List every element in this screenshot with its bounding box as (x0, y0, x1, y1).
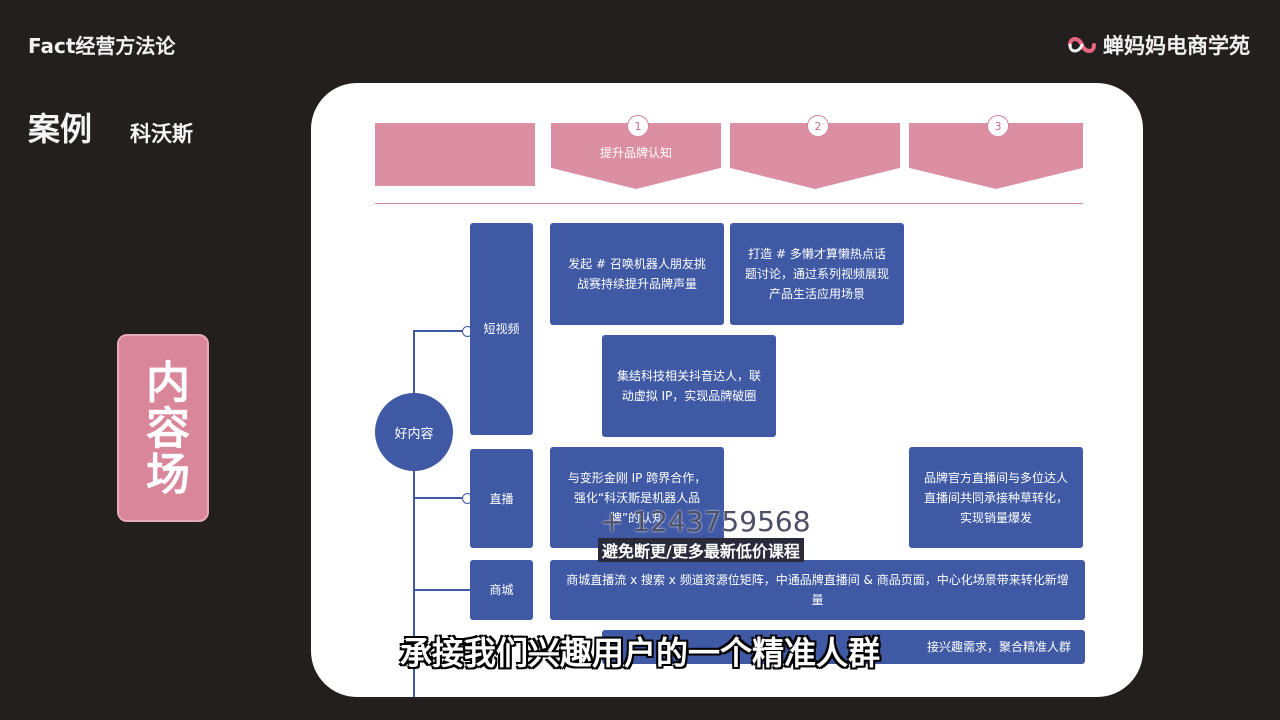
diagram-panel: 提升品牌认知 1 2 3 好内容 短视频 直播 商城 发起 # 召唤机器人朋友挑… (311, 83, 1143, 697)
connector-live (413, 497, 471, 499)
step-1-number: 1 (627, 115, 649, 137)
brand-mark-icon (1068, 37, 1096, 53)
brand-name: 蝉妈妈电商学苑 (1103, 34, 1250, 58)
live-box-1: 与变形金刚 IP 跨界合作，强化“科沃斯是机器人品牌”的认知 (550, 447, 724, 548)
brand-logo: 蝉妈妈电商学苑 (1067, 30, 1250, 60)
live-box-2: 品牌官方直播间与多位达人直播间共同承接种草转化，实现销量爆发 (909, 447, 1083, 548)
short-video-box-1: 发起 # 召唤机器人朋友挑战赛持续提升品牌声量 (550, 223, 724, 325)
connector-mall (413, 589, 471, 591)
short-video-box-2: 打造 # 多懒才算懒热点话题讨论，通过系列视频展现产品生活应用场景 (730, 223, 904, 325)
branch-short-video: 短视频 (470, 223, 533, 435)
content-field-tag: 内容场 (117, 334, 209, 522)
deck-title: Fact经营方法论 (28, 34, 176, 58)
short-video-box-3: 集结科技相关抖音达人，联动虚拟 IP，实现品牌破圈 (602, 335, 776, 437)
phone-overlay: + 1243759568 (600, 505, 811, 538)
head-first-box (375, 123, 535, 186)
divider-line (375, 203, 1083, 204)
step-2-number: 2 (807, 115, 829, 137)
tree-trunk (413, 330, 415, 697)
case-name: 科沃斯 (130, 122, 193, 146)
case-label: 案例 (28, 110, 93, 148)
bottom-box: 接兴趣需求，聚合精准人群 (602, 630, 1085, 664)
promo-overlay: 避免断更/更多最新低价课程 (598, 538, 804, 562)
branch-live: 直播 (470, 449, 533, 548)
step-3-number: 3 (987, 115, 1009, 137)
video-caption: 承接我们兴趣用户的一个精准人群 (399, 634, 880, 672)
root-node: 好内容 (375, 393, 453, 471)
mall-box: 商城直播流 x 搜索 x 频道资源位矩阵，中通品牌直播间 & 商品页面，中心化场… (550, 560, 1085, 620)
branch-mall: 商城 (470, 560, 533, 620)
connector-short-video (413, 330, 471, 332)
